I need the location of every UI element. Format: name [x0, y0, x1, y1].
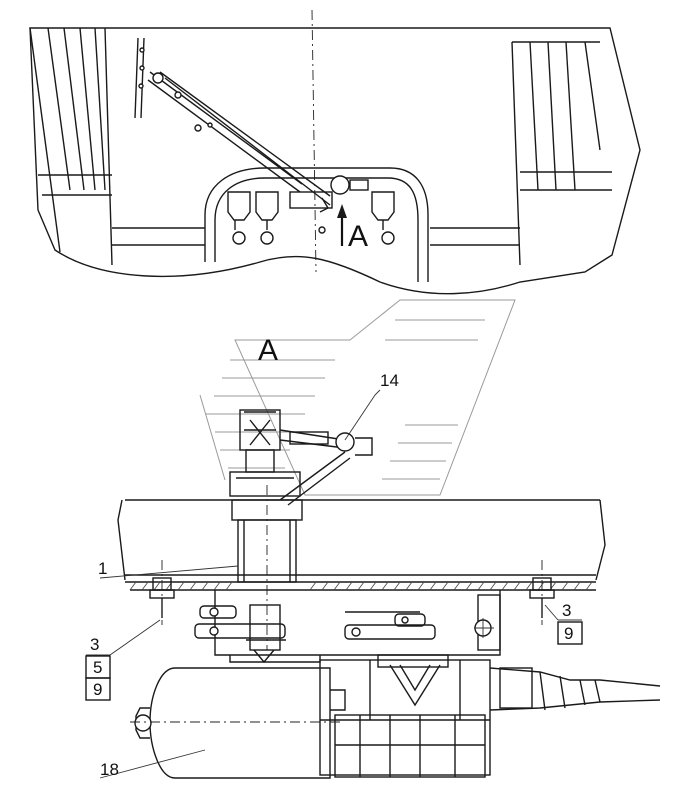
washer-nozzle-right — [371, 191, 395, 245]
callout-left-5: 5 — [93, 658, 102, 677]
callout-right-9: 9 — [564, 624, 573, 643]
callout-1: 1 — [98, 559, 107, 578]
callout-right-3: 3 — [562, 601, 571, 620]
detail-view-label: A — [258, 334, 278, 367]
bolt-left — [149, 560, 175, 625]
detail-view-a: A — [85, 299, 661, 779]
washer-nozzle-left-1 — [227, 191, 251, 245]
hatched-plate — [129, 581, 593, 591]
wiper-motor — [130, 667, 346, 779]
callout-18: 18 — [100, 760, 119, 779]
callout-left-9: 9 — [93, 680, 102, 699]
callout-14: 14 — [380, 371, 399, 390]
bolt-right — [529, 560, 555, 625]
washer-nozzle-left-2 — [255, 191, 279, 245]
cab-front-view: A — [29, 9, 641, 295]
section-view-label-top: A — [348, 220, 368, 253]
callout-left-3: 3 — [90, 635, 99, 654]
